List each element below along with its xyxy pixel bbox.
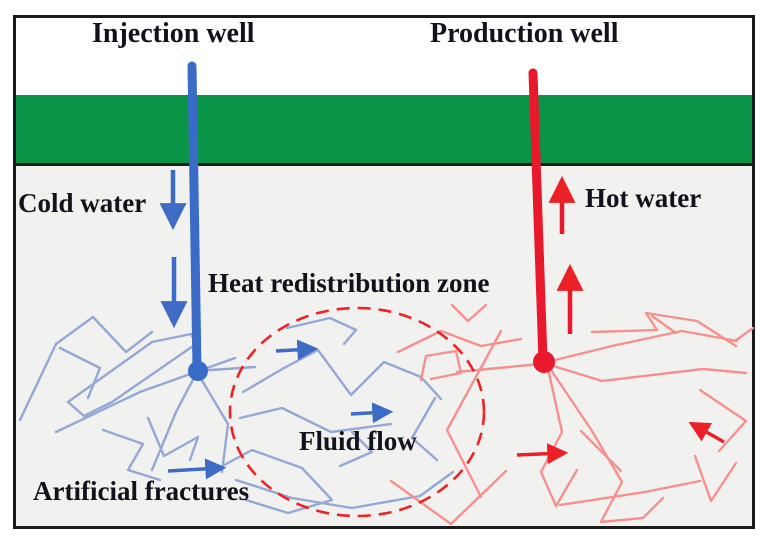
cold-water-label: Cold water xyxy=(18,188,147,218)
production-well-bottom-dot xyxy=(533,351,555,373)
fracture-flow-right-arrow-icon xyxy=(167,458,227,480)
hot-flow-upleft-arrow-icon xyxy=(688,421,725,444)
subsurface-region xyxy=(16,166,752,526)
heat-redistribution-zone-ellipse xyxy=(228,306,486,518)
hot-water-label: Hot water xyxy=(585,183,702,213)
surface-layer-band xyxy=(16,95,752,166)
heat-redistribution-zone-label: Heat redistribution zone xyxy=(208,268,490,298)
injection-well-pipe xyxy=(187,61,202,373)
fluid-flow-right-arrow-icon xyxy=(275,339,319,361)
fluid-flow-label: Fluid flow xyxy=(299,426,417,456)
hot-flow-right-arrow-icon xyxy=(516,443,569,465)
production-well-label: Production well xyxy=(430,18,619,49)
injection-well-label: Injection well xyxy=(92,18,255,49)
artificial-fractures-label: Artificial fractures xyxy=(33,476,250,506)
fluid-flow-right-arrow-icon xyxy=(350,402,394,424)
injection-well-bottom-dot xyxy=(188,361,208,381)
production-well-pipe xyxy=(528,68,548,365)
artificial-fracture-network-hot xyxy=(389,303,755,526)
